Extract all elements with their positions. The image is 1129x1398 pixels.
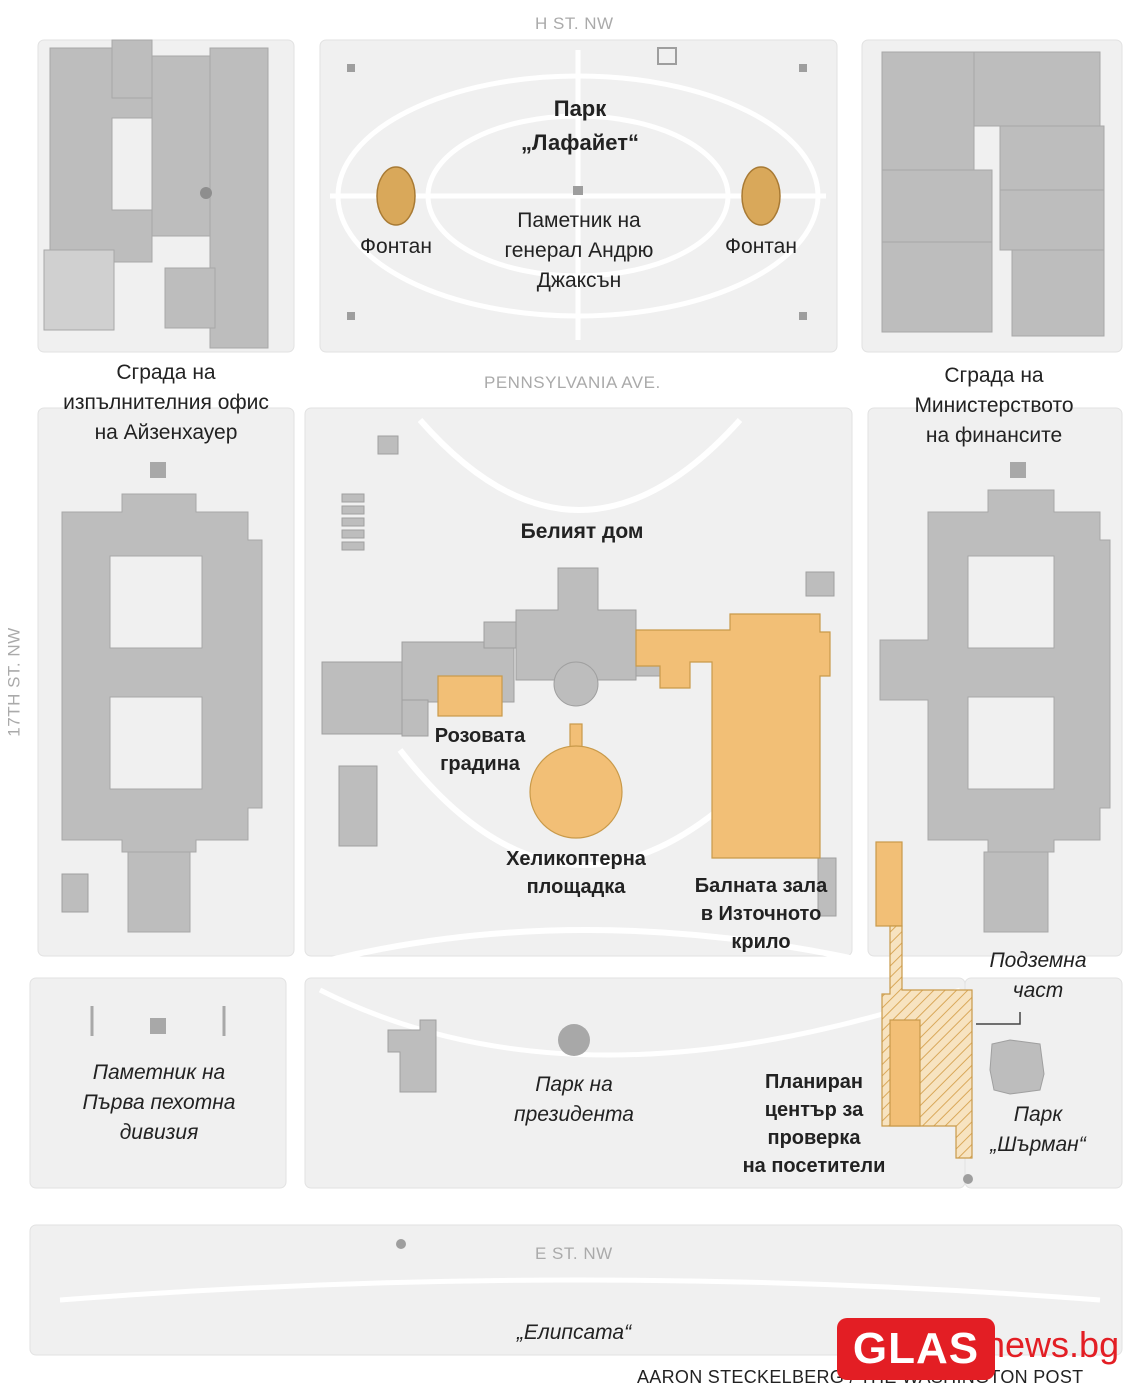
label-jackson-monument: Паметник на генерал Андрю Джаксън (504, 209, 654, 292)
label-rose-garden: Розовата градина (434, 725, 526, 775)
screening-center-shape (889, 1019, 921, 1127)
label-ellipse: „Елипсата“ (516, 1321, 632, 1344)
street-e-st: E ST. NW (535, 1244, 613, 1263)
label-treasury: Сграда на Министерството на финансите (914, 364, 1074, 447)
label-helipad: Хеликоптерна площадка (506, 848, 646, 898)
presidents-park-fountain (558, 1024, 590, 1056)
label-first-division: Паметник на Първа пехотна дивизия (82, 1061, 236, 1144)
highlight-areas (437, 613, 973, 1159)
street-h-st: H ST. NW (535, 14, 614, 33)
label-white-house: Белият дом (520, 520, 644, 543)
underground-connector (875, 841, 903, 927)
label-underground: Подземна част (989, 949, 1087, 1002)
fountain-left-shape (376, 166, 416, 226)
glas-logo: GLAS (837, 1318, 995, 1380)
street-17th: 17TH ST. NW (4, 627, 24, 737)
first-division-monument (150, 1018, 166, 1034)
label-lafayette-park: Парк „Лафайет“ (521, 96, 639, 155)
fountain-right-shape (741, 166, 781, 226)
northwest-buildings (43, 39, 269, 349)
label-fountain-right: Фонтан (725, 235, 797, 258)
label-sherman-park: Парк „Шърман“ (990, 1103, 1086, 1156)
block-first-division (29, 977, 287, 1189)
underground-pointer (976, 1012, 1021, 1025)
white-house-buildings (61, 435, 1045, 1095)
label-ballroom: Балната зала в Източното крило (694, 875, 828, 953)
jackson-statue (573, 186, 583, 195)
northeast-buildings (881, 51, 1105, 337)
rose-garden-shape (437, 675, 503, 717)
eisenhower-building (61, 462, 263, 933)
label-fountain-left: Фонтан (360, 235, 432, 258)
park-markers (347, 47, 973, 1249)
label-screening-center: Планиран център за проверка на посетител… (742, 1071, 886, 1177)
label-presidents-park: Парк на президента (514, 1073, 634, 1126)
street-pennsylvania: PENNSYLVANIA AVE. (484, 373, 661, 392)
ellipse-paths (59, 987, 1101, 1303)
helipad-shape (529, 745, 623, 839)
news-bg-logo-text: news.bg (985, 1324, 1120, 1365)
treasury-building (879, 462, 1111, 933)
ballroom-shape (635, 613, 831, 859)
label-eisenhower: Сграда на изпълнителния офис на Айзенхау… (63, 361, 269, 444)
